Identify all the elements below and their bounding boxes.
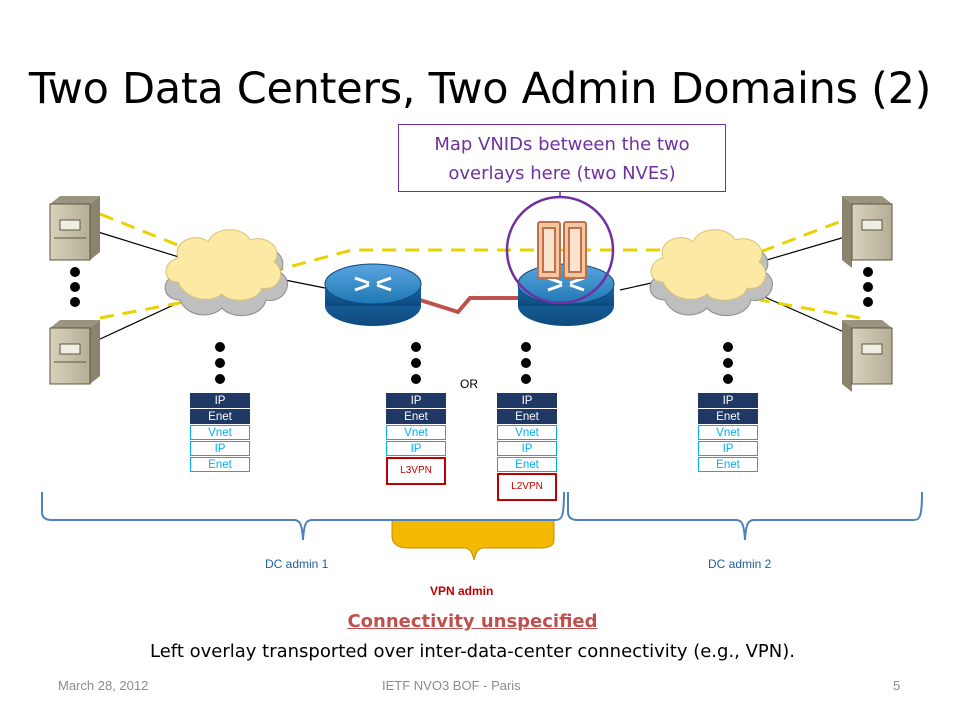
slide-title: Two Data Centers, Two Admin Domains (2) <box>28 64 932 114</box>
server-icon <box>842 320 893 392</box>
dc-admin-2-label: DC admin 2 <box>708 557 772 571</box>
stack-layer: IP <box>190 393 250 408</box>
stack-layer: IP <box>497 393 557 408</box>
stack-layer: IP <box>386 393 446 408</box>
stack-layer: IP <box>497 441 557 456</box>
stack-layer: Enet <box>386 409 446 424</box>
l3vpn-stack: IP Enet Vnet IP L3VPN <box>386 393 446 486</box>
footer-date: March 28, 2012 <box>58 678 149 693</box>
slide-number: 5 <box>893 678 901 693</box>
router-icon <box>324 263 422 326</box>
stack-layer: L2VPN <box>497 473 557 501</box>
wan-link <box>419 296 525 315</box>
stack-layer: Vnet <box>190 425 250 440</box>
server-icon <box>842 196 893 268</box>
stack-layer: Enet <box>190 409 250 424</box>
stack-layer: Vnet <box>497 425 557 440</box>
nve-icon <box>537 221 587 279</box>
dc-admin-1-label: DC admin 1 <box>265 557 329 571</box>
stack-layer: Enet <box>698 409 758 424</box>
vpn-admin-label: VPN admin <box>430 584 494 598</box>
ellipsis-dots <box>70 267 873 384</box>
stack-layer: Enet <box>190 457 250 472</box>
dc1-cloud-icon <box>164 229 288 317</box>
vpn-admin-region <box>391 519 555 561</box>
server-icon <box>49 320 100 385</box>
dc1-stack: IP Enet Vnet IP Enet <box>190 393 250 473</box>
stack-layer: IP <box>698 393 758 408</box>
stack-layer: IP <box>386 441 446 456</box>
dc2-stack: IP Enet Vnet IP Enet <box>698 393 758 473</box>
connectivity-heading: Connectivity unspecified <box>347 611 598 632</box>
dc2-brace <box>567 491 923 541</box>
stack-layer: Vnet <box>386 425 446 440</box>
overlay-tunnels <box>99 212 861 320</box>
dc1-brace <box>41 491 565 541</box>
stack-layer: Enet <box>497 409 557 424</box>
stack-layer: IP <box>698 441 758 456</box>
vnid-map-callout: Map VNIDs between the two overlays here … <box>398 124 726 192</box>
stack-layer: Enet <box>497 457 557 472</box>
server-icon <box>49 196 100 261</box>
stack-layer: L3VPN <box>386 457 446 485</box>
stack-layer: IP <box>190 441 250 456</box>
dc2-cloud-icon <box>649 229 773 317</box>
footer-event: IETF NVO3 BOF - Paris <box>382 678 521 693</box>
or-label: OR <box>460 377 478 391</box>
l2vpn-stack: IP Enet Vnet IP Enet L2VPN <box>497 393 557 502</box>
overlay-note: Left overlay transported over inter-data… <box>150 641 795 662</box>
stack-layer: Vnet <box>698 425 758 440</box>
stack-layer: Enet <box>698 457 758 472</box>
